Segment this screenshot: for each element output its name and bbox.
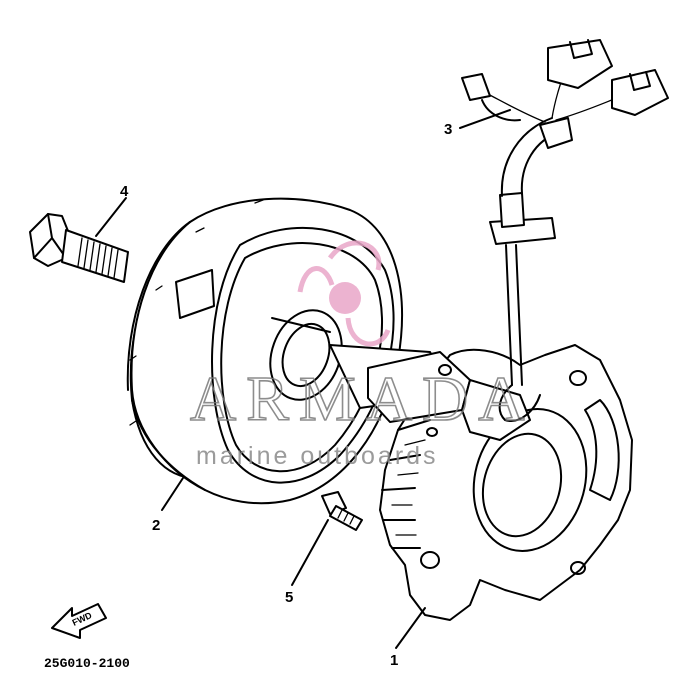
flywheel-rotor	[126, 197, 403, 505]
forward-direction-marker: FWD	[51, 603, 107, 639]
wiring-harness	[461, 39, 669, 422]
stator-screw	[321, 491, 363, 531]
watermark-tagline: marine outboards	[196, 442, 439, 470]
watermark-logo-icon	[297, 240, 391, 347]
callout-5: 5	[285, 589, 293, 606]
callout-4: 4	[120, 183, 129, 200]
callout-1: 1	[390, 652, 398, 669]
callout-3: 3	[444, 121, 452, 138]
diagram-code: 25G010-2100	[44, 656, 130, 671]
armada-watermark: ARMADA marine outboards	[189, 240, 534, 470]
leader-lines	[95, 109, 511, 649]
callout-2: 2	[152, 517, 160, 534]
watermark-brand: ARMADA	[190, 363, 534, 434]
flywheel-bolt	[29, 213, 129, 283]
stator-base-plate	[329, 344, 633, 621]
